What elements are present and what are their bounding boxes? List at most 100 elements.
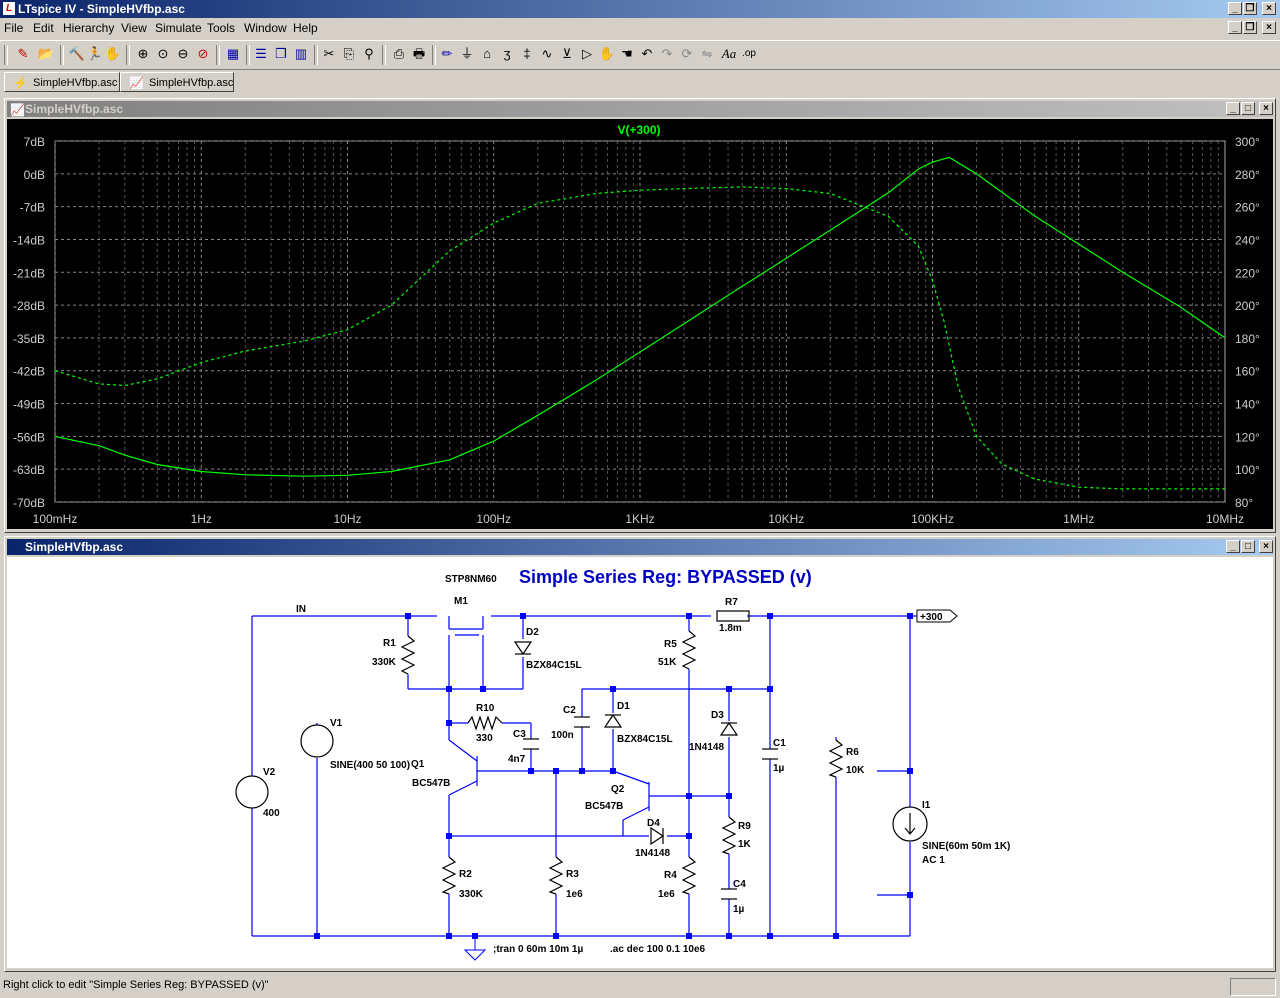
cascade-icon[interactable]: ❐ [275,46,287,61]
menu-hierarchy[interactable]: Hierarchy [63,21,115,35]
restore-button[interactable]: ❐ [1243,2,1257,15]
y-left-tick-label[interactable]: 0dB [24,168,45,182]
plot-maximize-button[interactable]: □ [1241,102,1255,115]
y-left-tick-label[interactable]: -35dB [13,332,45,346]
x-tick-label[interactable]: 10Hz [333,512,361,526]
schematic-window-title-bar[interactable]: SimpleHVfbp.asc _ □ × [7,539,1273,555]
open-icon[interactable]: 📂 [37,46,55,61]
y-left-tick-label[interactable]: -56dB [13,430,45,444]
x-tick-label[interactable]: 100KHz [911,512,954,526]
inductor-icon[interactable]: ∿ [541,46,553,61]
y-right-tick-label[interactable]: 180° [1235,332,1260,346]
run-icon[interactable]: 🏃 [86,46,104,61]
print-icon[interactable]: 🖶 [412,46,426,61]
plot-pane[interactable]: 7dB 300° 0dB 280° -7dB 260° -14dB 240° -21dB 220°… [7,119,1273,529]
y-left-tick-label[interactable]: -70dB [13,496,45,510]
drag-icon[interactable]: ☚ [621,46,633,61]
menu-view[interactable]: View [121,21,147,35]
y-right-tick-label[interactable]: 160° [1235,365,1260,379]
label-net-icon[interactable]: ⌂ [483,46,491,61]
menu-tools[interactable]: Tools [207,21,236,35]
y-right-tick-label[interactable]: 260° [1235,201,1260,215]
ground-icon[interactable]: ⏚ [460,46,474,61]
tile-horizontal-icon[interactable]: ☰ [255,46,267,61]
y-right-tick-label[interactable]: 80° [1235,496,1253,510]
x-tick-label[interactable]: 1MHz [1063,512,1094,526]
component-symbols[interactable] [235,610,928,900]
y-left-tick-label[interactable]: -49dB [13,398,45,412]
y-left-tick-label[interactable]: -14dB [13,233,45,247]
redo-icon[interactable]: ↷ [661,46,673,61]
plot-minimize-button[interactable]: _ [1226,102,1240,115]
y-left-tick-label[interactable]: 7dB [24,135,45,149]
rotate-icon[interactable]: ⟳ [681,46,693,61]
phase-trace[interactable] [54,186,1225,490]
schematic-maximize-button[interactable]: □ [1241,540,1255,553]
menu-help[interactable]: Help [293,21,318,35]
resistor-icon[interactable]: ʒ [503,46,511,61]
x-tick-label[interactable]: 100Hz [476,512,511,526]
spice-directive-icon[interactable]: .op [742,48,756,59]
mdi-minimize-button[interactable]: _ [1228,21,1242,34]
mirror-icon[interactable]: ⇋ [701,46,713,61]
menu-edit[interactable]: Edit [33,21,54,35]
net-flag-out[interactable]: +300 [916,609,958,623]
tab-schematic[interactable]: ⚡ SimpleHVfbp.asc [4,72,120,92]
y-left-tick-label[interactable]: -7dB [20,201,45,215]
x-tick-label[interactable]: 1KHz [625,512,654,526]
x-tick-label[interactable]: 10MHz [1206,512,1244,526]
move-icon[interactable]: ✋ [598,46,616,61]
halt-icon[interactable]: ✋ [104,46,122,61]
ltspice-logo-icon[interactable]: L [3,2,15,15]
autoscale-icon[interactable]: ▦ [226,46,240,61]
new-schematic-icon[interactable]: ✎ [17,46,29,61]
cut-icon[interactable]: ✂ [323,46,335,61]
plot-close-button[interactable]: × [1259,102,1273,115]
find-icon[interactable]: ⚲ [364,46,374,61]
zoom-cancel-icon[interactable]: ⊘ [197,46,209,61]
schematic-minimize-button[interactable]: _ [1226,540,1240,553]
zoom-pan-icon[interactable]: ⊙ [157,46,169,61]
close-button[interactable]: × [1262,2,1276,15]
zoom-out-icon[interactable]: ⊖ [177,46,189,61]
net-label-in[interactable]: IN [296,604,306,615]
tran-directive[interactable]: ;tran 0 60m 10m 1µ [493,944,583,955]
y-right-tick-label[interactable]: 280° [1235,168,1260,182]
x-tick-label[interactable]: 100mHz [33,512,78,526]
y-right-tick-label[interactable]: 200° [1235,299,1260,313]
component-labels[interactable]: M1 STP8NM60 D2 BZX84C15L R1 330K R10 330… [263,574,1010,915]
wires[interactable] [251,615,917,937]
wire-icon[interactable]: ✏ [441,46,453,61]
schematic-drawing[interactable]: +300 IN Simple Series Reg: BYPASSED (v) … [7,557,1273,968]
ground-symbol[interactable] [463,936,487,961]
y-left-tick-label[interactable]: -28dB [13,299,45,313]
bode-plot[interactable]: 7dB 300° 0dB 280° -7dB 260° -14dB 240° -21dB 220°… [7,119,1273,529]
y-right-tick-label[interactable]: 240° [1235,233,1260,247]
capacitor-icon[interactable]: ‡ [523,46,531,61]
control-panel-icon[interactable]: 🔨 [68,46,86,61]
app-title-bar[interactable]: L LTspice IV - SimpleHVfbp.asc _ ❐ × [0,0,1280,18]
y-right-tick-label[interactable]: 220° [1235,266,1260,280]
y-right-tick-label[interactable]: 140° [1235,398,1260,412]
trace-label[interactable]: V(+300) [617,123,660,137]
tab-waveform[interactable]: 📈 SimpleHVfbp.asc [120,72,234,92]
x-tick-label[interactable]: 10KHz [768,512,804,526]
y-left-tick-label[interactable]: -21dB [13,266,45,280]
menu-simulate[interactable]: Simulate [155,21,202,35]
schematic-canvas[interactable]: +300 IN Simple Series Reg: BYPASSED (v) … [7,557,1273,968]
ac-directive[interactable]: .ac dec 100 0.1 10e6 [610,944,706,955]
y-right-tick-label[interactable]: 120° [1235,430,1260,444]
schematic-heading[interactable]: Simple Series Reg: BYPASSED (v) [519,567,812,587]
zoom-in-icon[interactable]: ⊕ [137,46,149,61]
diode-icon[interactable]: ⊻ [562,46,572,61]
component-icon[interactable]: ▷ [582,46,592,61]
undo-icon[interactable]: ↶ [641,46,653,61]
y-left-tick-label[interactable]: -42dB [13,365,45,379]
mdi-close-button[interactable]: × [1262,21,1276,34]
magnitude-trace[interactable] [54,156,1226,477]
y-right-tick-label[interactable]: 100° [1235,463,1260,477]
y-right-tick-label[interactable]: 300° [1235,135,1260,149]
menu-file[interactable]: File [4,21,24,35]
x-tick-label[interactable]: 1Hz [191,512,212,526]
print-preview-icon[interactable]: ⎙ [393,46,405,61]
